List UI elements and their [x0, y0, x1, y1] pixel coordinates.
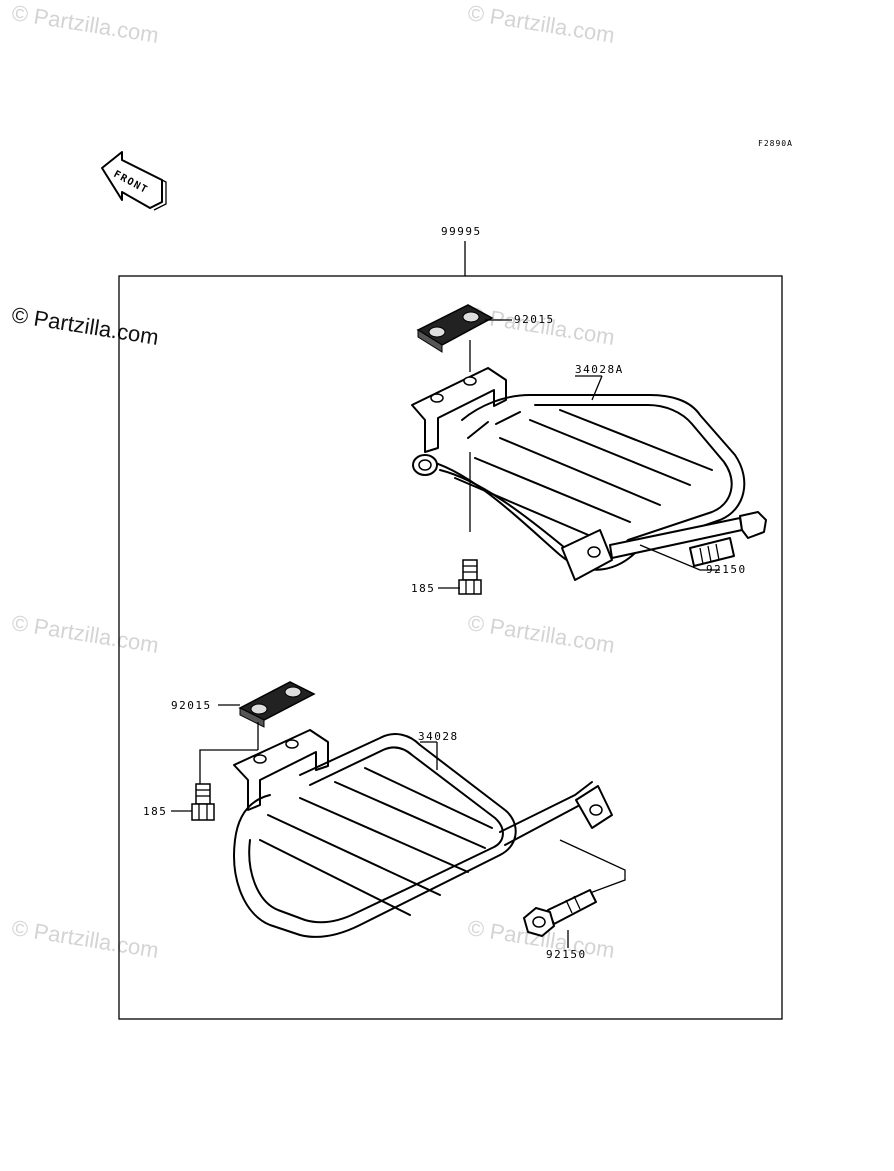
front-bolt-long — [522, 889, 597, 938]
front-clamp — [238, 681, 316, 728]
label-front-bolt-long: 92150 — [546, 948, 587, 961]
figure-code: F2890A — [758, 139, 793, 148]
rear-bolt-long — [609, 511, 767, 567]
label-rear-bolt-long: 92150 — [706, 563, 747, 576]
label-kit: 99995 — [441, 225, 482, 238]
label-front-rack: 34028 — [418, 730, 459, 743]
label-rear-clamp: 92015 — [514, 313, 555, 326]
label-front-bolt-short: 185 — [143, 805, 167, 818]
kit-box — [118, 275, 783, 1020]
rear-clamp — [416, 304, 494, 353]
label-rear-bolt-short: 185 — [411, 582, 435, 595]
rear-bolt-short — [458, 559, 482, 595]
front-rack: 92015 — [171, 681, 613, 938]
label-front-clamp: 92015 — [171, 699, 212, 712]
front-arrow-icon: FRONT — [101, 151, 167, 211]
front-bolt-short — [191, 783, 215, 821]
rear-rack: 92015 — [411, 304, 746, 581]
label-rear-rack: 34028A — [575, 363, 624, 376]
